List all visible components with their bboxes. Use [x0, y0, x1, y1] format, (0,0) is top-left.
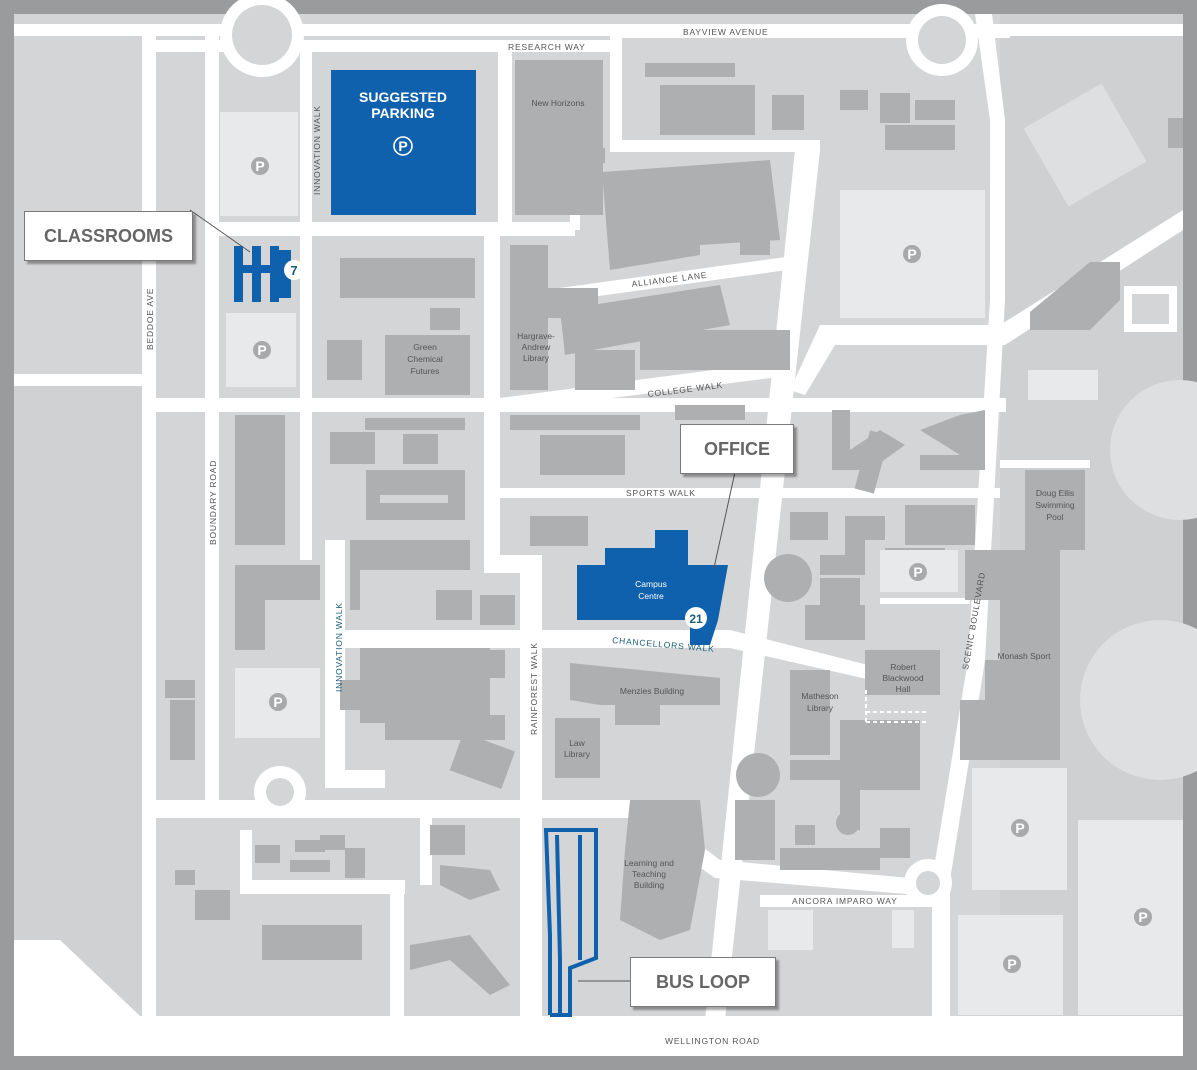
parking-symbol: P	[1003, 955, 1021, 973]
field-left	[14, 386, 142, 1016]
parking-symbol: P	[251, 157, 269, 175]
buildings	[165, 60, 1183, 995]
street-innovation-walk-upper: INNOVATION WALK	[312, 105, 322, 195]
building-learning-teaching-3: Building	[634, 880, 665, 890]
roundabout-top-left-centre	[232, 5, 292, 65]
building-menzies: Menzies Building	[620, 686, 685, 696]
parking-areas	[220, 112, 1183, 1015]
building-monash-sport: Monash Sport	[998, 651, 1052, 661]
street-bayview-avenue: BAYVIEW AVENUE	[683, 27, 769, 37]
building-green-chemical-2: Chemical	[407, 354, 443, 364]
parking-symbol: P	[1011, 819, 1029, 837]
building-robert-blackwood-1: Robert	[890, 662, 916, 672]
building-new-horizons: New Horizons	[532, 98, 585, 108]
building-law-library-2: Library	[564, 749, 591, 759]
building-matheson-2: Library	[807, 703, 834, 713]
building-number-badge	[685, 607, 707, 629]
parking-p: P	[913, 564, 922, 580]
oval-upper	[1110, 380, 1197, 520]
building-green-chemical-3: Futures	[411, 366, 440, 376]
suggested-parking[interactable]: SUGGESTED PARKING P	[331, 70, 476, 215]
bus-loop[interactable]	[543, 828, 598, 1017]
street-rainforest-walk: RAINFOREST WALK	[529, 642, 539, 735]
street-research-way: RESEARCH WAY	[508, 42, 586, 52]
parking-p: P	[907, 246, 916, 262]
building-number-badge	[284, 260, 304, 280]
building-hargrave-1: Hargrave-	[517, 331, 555, 341]
building-green-chemical-1: Green	[413, 342, 437, 352]
parking-symbols: P P P P P P P P	[251, 157, 1152, 973]
classrooms-callout[interactable]: CLASSROOMS	[24, 211, 193, 261]
classrooms-number: 7	[290, 263, 297, 278]
building-robert-blackwood-2: Blackwood	[882, 673, 923, 683]
roundabout-bottom-left-centre	[266, 778, 294, 806]
pedestrian-crossing	[865, 690, 928, 723]
classrooms-building[interactable]: 7	[234, 246, 304, 302]
parking-p: P	[1015, 820, 1024, 836]
parking-symbol: P	[253, 341, 271, 359]
parking-symbol: P	[903, 245, 921, 263]
campus-centre-label-1: Campus	[635, 579, 667, 589]
road-corner-left	[14, 940, 140, 1016]
field-block	[1023, 83, 1147, 207]
parking-symbol: P	[909, 563, 927, 581]
bus-loop-callout[interactable]: BUS LOOP	[630, 957, 776, 1007]
building-law-library-1: Law	[569, 738, 585, 748]
parking-p: P	[1007, 956, 1016, 972]
street-wellington-road: WELLINGTON ROAD	[665, 1036, 760, 1046]
building-hargrave-3: Library	[523, 353, 550, 363]
street-innovation-walk-lower: INNOVATION WALK	[334, 602, 344, 692]
street-ancora-imparo-way: ANCORA IMPARO WAY	[792, 896, 898, 906]
suggested-parking-line1: SUGGESTED	[359, 89, 447, 105]
building-learning-teaching-2: Teaching	[632, 869, 666, 879]
building-robert-blackwood-3: Hall	[896, 684, 911, 694]
parking-p: P	[257, 342, 266, 358]
building-doug-ellis-1: Doug Ellis	[1036, 488, 1074, 498]
street-boundary-road: BOUNDARY ROAD	[208, 460, 218, 545]
campus-centre-label-2: Centre	[638, 591, 664, 601]
parking-p: P	[1138, 909, 1147, 925]
classrooms-callout-label: CLASSROOMS	[43, 225, 173, 246]
campus-centre-number: 21	[689, 612, 703, 626]
street-beddoe-ave: BEDDOE AVE	[145, 288, 155, 350]
parking-symbol: P	[269, 693, 287, 711]
office-callout[interactable]: OFFICE	[680, 424, 794, 474]
office-callout-label: OFFICE	[704, 438, 770, 459]
bus-loop-callout-label: BUS LOOP	[655, 971, 750, 992]
parking-p: P	[398, 138, 407, 154]
callout-leaders	[189, 209, 736, 982]
building-doug-ellis-2: Swimming	[1035, 500, 1074, 510]
street-sports-walk: SPORTS WALK	[626, 488, 696, 498]
campus-centre-building[interactable]: Campus Centre 21	[577, 530, 728, 645]
building-matheson-1: Matheson	[801, 691, 839, 701]
parking-symbol: P	[1134, 908, 1152, 926]
building-doug-ellis-3: Pool	[1046, 512, 1063, 522]
roundabout-top-right-centre	[918, 16, 966, 64]
parking-p: P	[255, 158, 264, 174]
suggested-parking-line2: PARKING	[371, 105, 435, 121]
building-learning-teaching-1: Learning and	[624, 858, 674, 868]
parking-circle-icon	[393, 136, 413, 156]
oval-lower	[1080, 620, 1197, 780]
roundabout-bottom-right-centre	[916, 871, 940, 895]
parking-p: P	[273, 694, 282, 710]
building-hargrave-2: Andrew	[522, 342, 552, 352]
